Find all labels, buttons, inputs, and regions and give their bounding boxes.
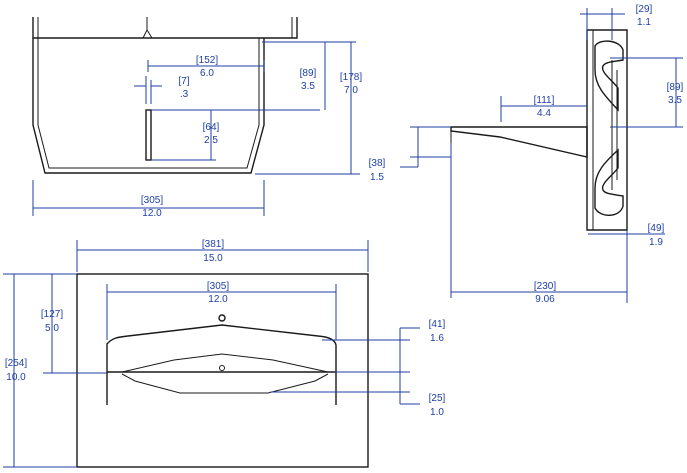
front-view: [76, 273, 369, 468]
front-view-dimensions: [381] 15.0 [305] 12.0 [254] 10.0 [127] 5…: [3, 239, 446, 468]
dim-49-in: 1.9: [649, 237, 663, 248]
dim-127-in: 5.0: [45, 323, 59, 334]
dim-178-in: 7.0: [344, 85, 358, 96]
dim-89-in: 3.5: [301, 81, 315, 92]
dim-29-in: 1.1: [637, 17, 651, 28]
top-view-dimensions: [152] 6.0 [7] .3 [64] 2.5 [89] 3.5 [178]…: [32, 41, 362, 219]
upper-hook: [594, 40, 624, 112]
dim-230-in: 9.06: [535, 294, 555, 305]
dim-305-front-mm: [305]: [207, 281, 229, 292]
shelf-lip: [37, 124, 260, 169]
dim-64-mm: [64]: [203, 122, 220, 133]
shelf-tray: [121, 353, 329, 373]
dim-89-side-in: 3.5: [668, 95, 682, 106]
mounting-screw: [218, 314, 226, 322]
shelf-front: [106, 324, 337, 373]
mounting-screw: [219, 365, 225, 371]
dim-111-in: 4.4: [537, 108, 551, 119]
dim-64-in: 2.5: [204, 135, 218, 146]
dim-152-mm: [152]: [196, 55, 218, 66]
dim-178-mm: [178]: [340, 72, 362, 83]
dim-230-mm: [230]: [534, 281, 556, 292]
dim-29-mm: [29]: [636, 4, 653, 15]
wall-plate-edge: [32, 17, 298, 39]
side-view: [450, 29, 628, 231]
shelf-outline: [32, 38, 265, 174]
dim-38-in: 1.5: [370, 172, 384, 183]
dim-111-mm: [111]: [534, 95, 555, 106]
dim-49-mm: [49]: [648, 223, 665, 234]
lower-hook: [594, 148, 624, 216]
dim-254-mm: [254]: [5, 358, 27, 369]
dim-25-mm: [25]: [429, 393, 446, 404]
dim-38-mm: [38]: [369, 158, 386, 169]
dim-89-mm: [89]: [300, 68, 317, 79]
dim-41-mm: [41]: [429, 319, 446, 330]
dim-381-in: 15.0: [203, 253, 223, 264]
shelf-tray-bottom: [121, 373, 329, 394]
dim-7-in: .3: [180, 89, 189, 100]
dim-25-in: 1.0: [430, 407, 444, 418]
dim-7-mm: [7]: [178, 76, 189, 87]
dim-254-in: 10.0: [6, 372, 26, 383]
center-clip: [142, 28, 153, 39]
dim-89-side-mm: [89]: [667, 82, 684, 93]
dim-127-mm: [127]: [41, 309, 63, 320]
dim-305-front-in: 12.0: [208, 294, 228, 305]
top-view: [32, 17, 298, 174]
dim-152-in: 6.0: [200, 68, 214, 79]
side-view-dimensions: [29] 1.1 [89] 3.5 [111] 4.4 [38] 1.5 [49…: [369, 4, 684, 305]
dim-305-top-in: 12.0: [142, 208, 162, 219]
dim-305-top-mm: [305]: [141, 195, 163, 206]
shelf-profile: [450, 126, 588, 158]
wall-plate: [76, 273, 369, 468]
center-slot: [145, 109, 152, 161]
dim-381-mm: [381]: [202, 239, 224, 250]
dim-41-in: 1.6: [430, 333, 444, 344]
